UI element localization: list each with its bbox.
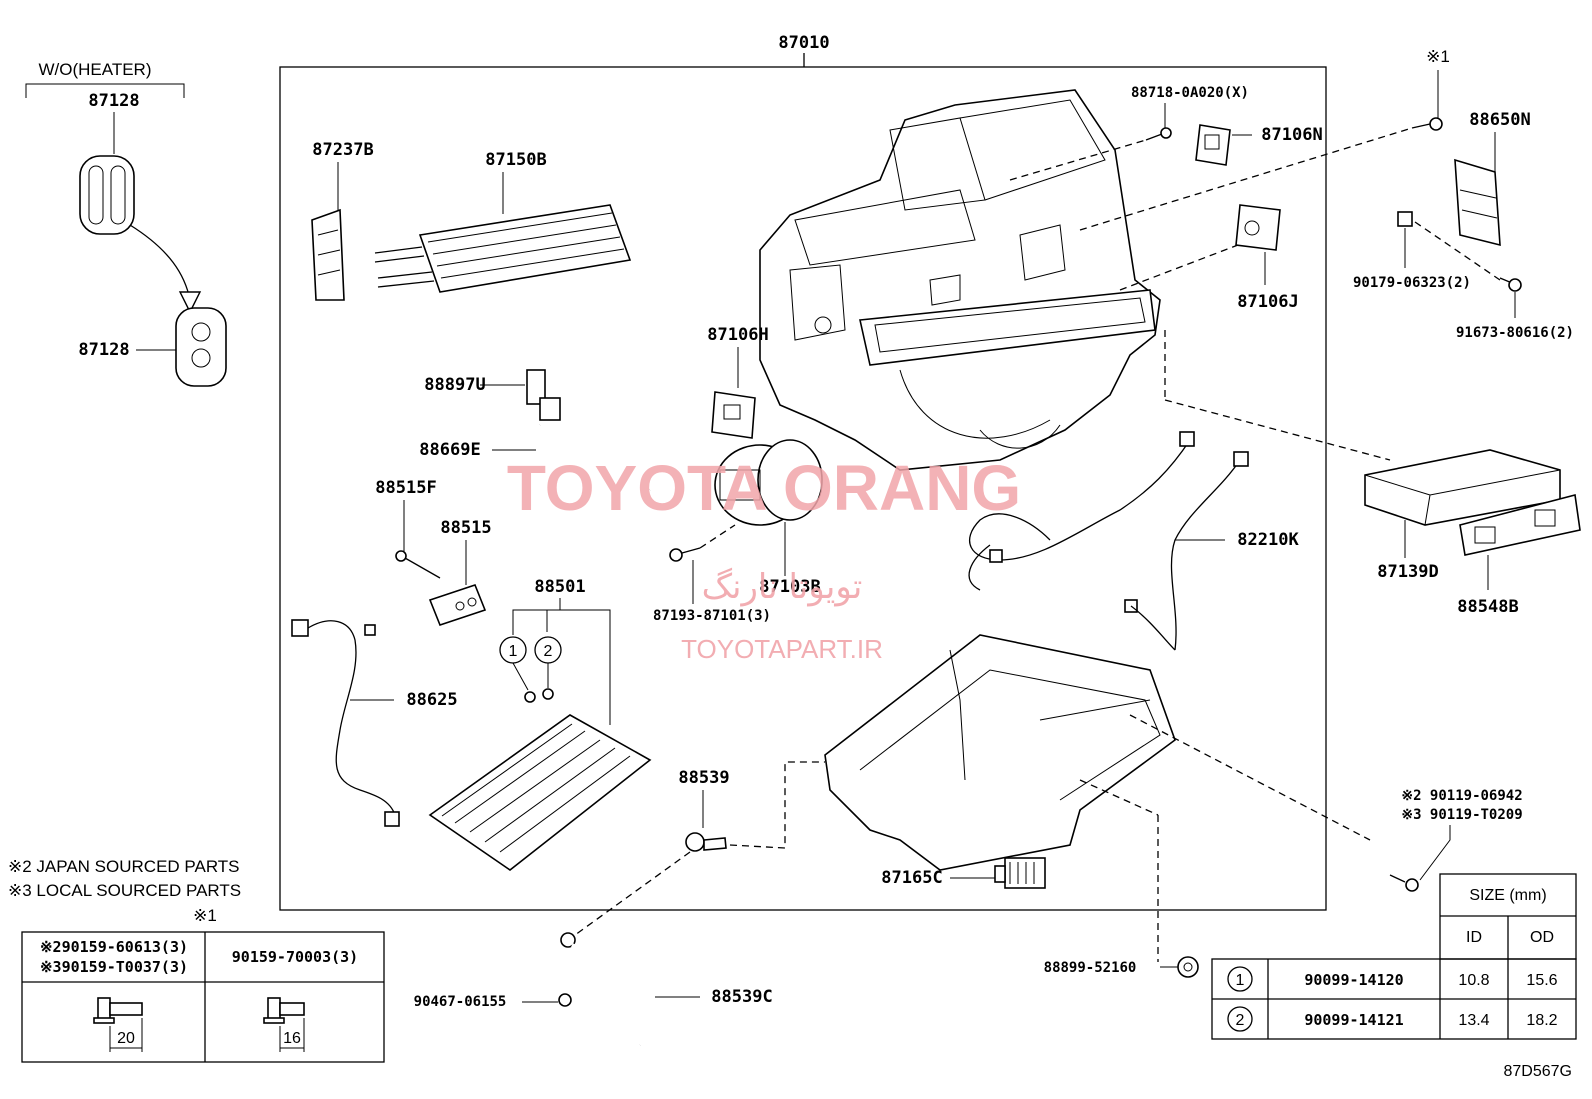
bolt-col1-line1: ※290159-60613(3) [40,938,188,956]
bolt-dim-2: 16 [283,1030,301,1047]
hvac-unit-housing [759,89,1161,471]
screw-ref1 [1411,117,1443,131]
label-88897u: 88897U [424,375,485,395]
size-row1-mark: 1 [1236,972,1245,989]
heater-core-87150b [374,204,632,293]
ref-mark-table: ※1 [193,906,217,925]
size-row2-mark: 2 [1236,1012,1245,1029]
label-88501: 88501 [534,577,585,597]
size-table-header: SIZE (mm) [1469,887,1546,904]
size-row1-id: 10.8 [1458,972,1489,989]
o-ring-mark-2-text: 2 [544,643,553,660]
label-87106j: 87106J [1237,292,1298,312]
label-wo-heater: W/O(HEATER) [38,60,151,79]
bolt-table: ※290159-60613(3) ※390159-T0037(3) 90159-… [21,931,385,1063]
label-90119-local: ※3 90119-T0209 [1401,807,1522,823]
watermark-url: TOYOTAPART.IR [681,634,883,664]
label-90179: 90179-06323(2) [1353,275,1471,291]
o-ring-mark-1-text: 1 [509,643,518,660]
label-88539: 88539 [678,768,729,788]
o-ring-1 [524,691,536,703]
label-88669e: 88669E [419,440,480,460]
bracket-87237b [311,208,345,301]
note-local: ※3 LOCAL SOURCED PARTS [8,881,241,900]
watermark-persian: تویوتا نارنگ [702,567,863,607]
label-87103b: 87103B [759,577,820,597]
nut-88899 [1177,956,1199,978]
harness-82210k [968,431,1249,651]
label-90467: 90467-06155 [414,994,507,1010]
label-91673: 91673-80616(2) [1456,325,1574,341]
sensor-88539 [685,832,727,852]
resistor-87165c [994,857,1046,889]
screw-91673 [1499,277,1522,292]
valve-88897u [526,369,561,421]
evaporator-88501 [428,714,652,871]
figure-code: 87D567G [1504,1063,1573,1080]
label-87010: 87010 [778,33,829,53]
bolt-88515f [395,550,441,579]
label-88625: 88625 [406,690,457,710]
note-japan: ※2 JAPAN SOURCED PARTS [8,857,240,876]
label-88515f: 88515F [375,478,436,498]
label-90119-japan: ※2 90119-06942 [1401,788,1522,804]
plug-87128-bottom [175,307,227,387]
lower-case [824,634,1176,871]
size-row1-part: 90099-14120 [1304,971,1403,989]
bolt-col2: 90159-70003(3) [232,948,358,966]
bolt-icon-2 [263,997,305,1052]
blower-motor-87103b [714,439,823,526]
label-88539c: 88539C [711,987,772,1007]
label-88899: 88899-52160 [1044,960,1137,976]
label-88548b: 88548B [1457,597,1518,617]
label-88515: 88515 [440,518,491,538]
size-row1-od: 15.6 [1526,972,1557,989]
cover-88548b [1459,493,1581,556]
screw-90119 [1389,874,1419,892]
size-row2-id: 13.4 [1458,1012,1489,1029]
size-row2-od: 18.2 [1526,1012,1557,1029]
servo-87106j [1235,204,1281,251]
size-row2-part: 90099-14121 [1304,1011,1403,1029]
arrow-head [178,291,202,314]
size-table-col-od: OD [1530,929,1554,946]
screw-87193 [669,547,701,562]
o-ring-2 [542,688,554,700]
size-table: SIZE (mm) ID OD 1 90099-14120 10.8 15.6 … [1211,873,1577,1040]
assembly-frame [279,66,1327,911]
servo-87106n [1195,124,1231,166]
bolt-icon-1 [93,997,143,1052]
block-88515 [428,584,487,626]
label-87165c: 87165C [881,868,942,888]
watermark-brand: TOYOTA ORANG [507,452,1021,524]
servo-87106h [711,391,756,439]
label-87128-bottom: 87128 [78,340,129,360]
amplifier-88650n [1454,158,1501,247]
label-87128-top: 87128 [88,91,139,111]
ref-mark-top: ※1 [1426,47,1450,66]
label-88718: 88718-0A020(X) [1131,85,1249,101]
pipe-88539c [560,932,658,1047]
label-87150b: 87150B [485,150,546,170]
clip-90467 [558,993,572,1007]
wiring-88625 [291,619,400,827]
bolt-col1-line2: ※390159-T0037(3) [40,958,188,976]
clip-90179 [1397,211,1413,227]
arrow-curve [129,224,191,301]
label-87106h: 87106H [707,325,768,345]
label-87193: 87193-87101(3) [653,608,771,624]
label-87139d: 87139D [1377,562,1438,582]
label-87237b: 87237B [312,140,373,160]
label-88650n: 88650N [1469,110,1530,130]
label-82210k: 82210K [1237,530,1299,550]
size-table-col-id: ID [1466,929,1482,946]
plug-87128-top [79,155,135,235]
bolt-dim-1: 20 [117,1030,135,1047]
label-87106n: 87106N [1261,125,1322,145]
screw-88718 [1145,127,1172,141]
